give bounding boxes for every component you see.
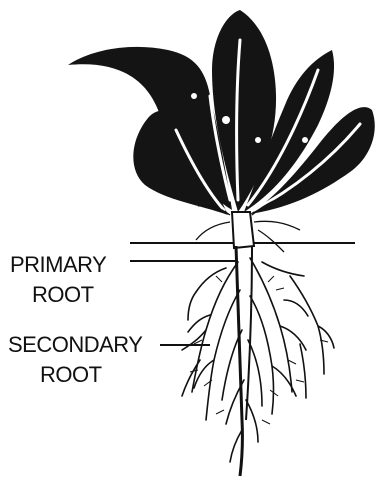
primary-root-label-line2: ROOT — [32, 280, 94, 309]
leaves — [68, 10, 375, 215]
secondary-roots — [182, 258, 334, 462]
stem-base — [232, 212, 254, 248]
secondary-root-label-line2: ROOT — [40, 360, 102, 389]
secondary-root-label-line1: SECONDARY — [8, 330, 142, 359]
primary-root-edge — [246, 246, 252, 420]
primary-root — [236, 246, 242, 476]
root-hairs — [190, 276, 328, 424]
primary-root-label-line1: PRIMARY — [10, 250, 106, 279]
